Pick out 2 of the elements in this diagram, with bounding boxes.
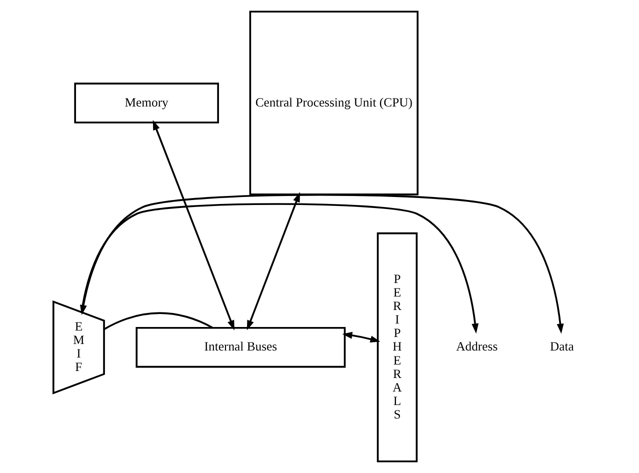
node-text: Data	[549, 340, 574, 354]
node-text: Address	[456, 340, 498, 354]
